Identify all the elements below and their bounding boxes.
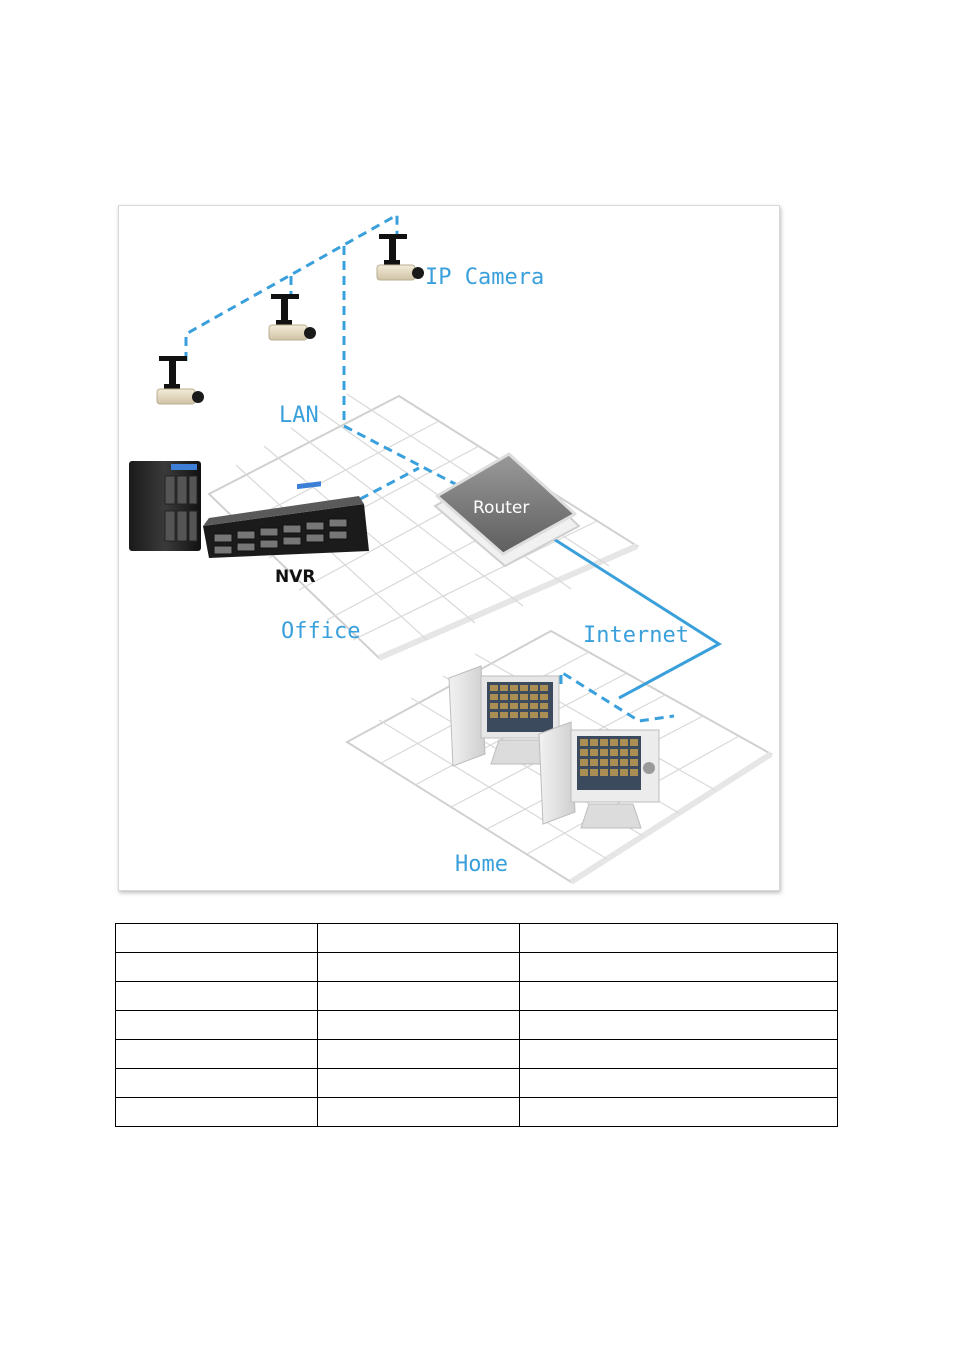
table-cell [115, 923, 318, 953]
ip-camera-icon [268, 294, 316, 341]
internet-connection [548, 534, 722, 700]
table-row [115, 981, 838, 1011]
pc-workstation-icon [448, 665, 560, 767]
table-cell [115, 952, 318, 982]
table-row [115, 923, 838, 953]
table-cell [519, 1039, 838, 1069]
table-cell [519, 1068, 838, 1098]
table-cell [519, 1097, 838, 1127]
table-cell [317, 923, 520, 953]
table-cell [115, 1097, 318, 1127]
nvr-label: NVR [275, 567, 315, 587]
table-cell [115, 1010, 318, 1040]
pc-workstation-icon [538, 721, 660, 829]
blank-table [115, 923, 838, 1127]
table-cell [317, 952, 520, 982]
table-cell [519, 981, 838, 1011]
router-icon [433, 452, 581, 568]
lan-label: LAN [279, 403, 319, 428]
table-cell [519, 1010, 838, 1040]
nvr-server-icon [129, 461, 369, 558]
table-row [115, 1097, 838, 1127]
table-cell [115, 1068, 318, 1098]
home-label: Home [455, 852, 508, 877]
office-label: Office [281, 619, 360, 644]
table-cell [317, 981, 520, 1011]
table-cell [317, 1010, 520, 1040]
network-diagram-svg: IP Camera LAN Router NVR Office Internet… [129, 212, 773, 885]
internet-label: Internet [583, 623, 689, 648]
table-cell [519, 923, 838, 953]
table-cell [115, 981, 318, 1011]
table-row [115, 1068, 838, 1098]
table-cell [519, 952, 838, 982]
ip-camera-label: IP Camera [425, 265, 544, 290]
table-row [115, 1039, 838, 1069]
table-cell [317, 1039, 520, 1069]
ip-camera-icon [156, 356, 204, 405]
table-row [115, 1010, 838, 1040]
table-cell [115, 1039, 318, 1069]
table-cell [317, 1068, 520, 1098]
table-row [115, 952, 838, 982]
network-diagram: IP Camera LAN Router NVR Office Internet… [118, 205, 780, 891]
ip-camera-icon [376, 234, 424, 281]
table-cell [317, 1097, 520, 1127]
router-label: Router [473, 498, 529, 518]
